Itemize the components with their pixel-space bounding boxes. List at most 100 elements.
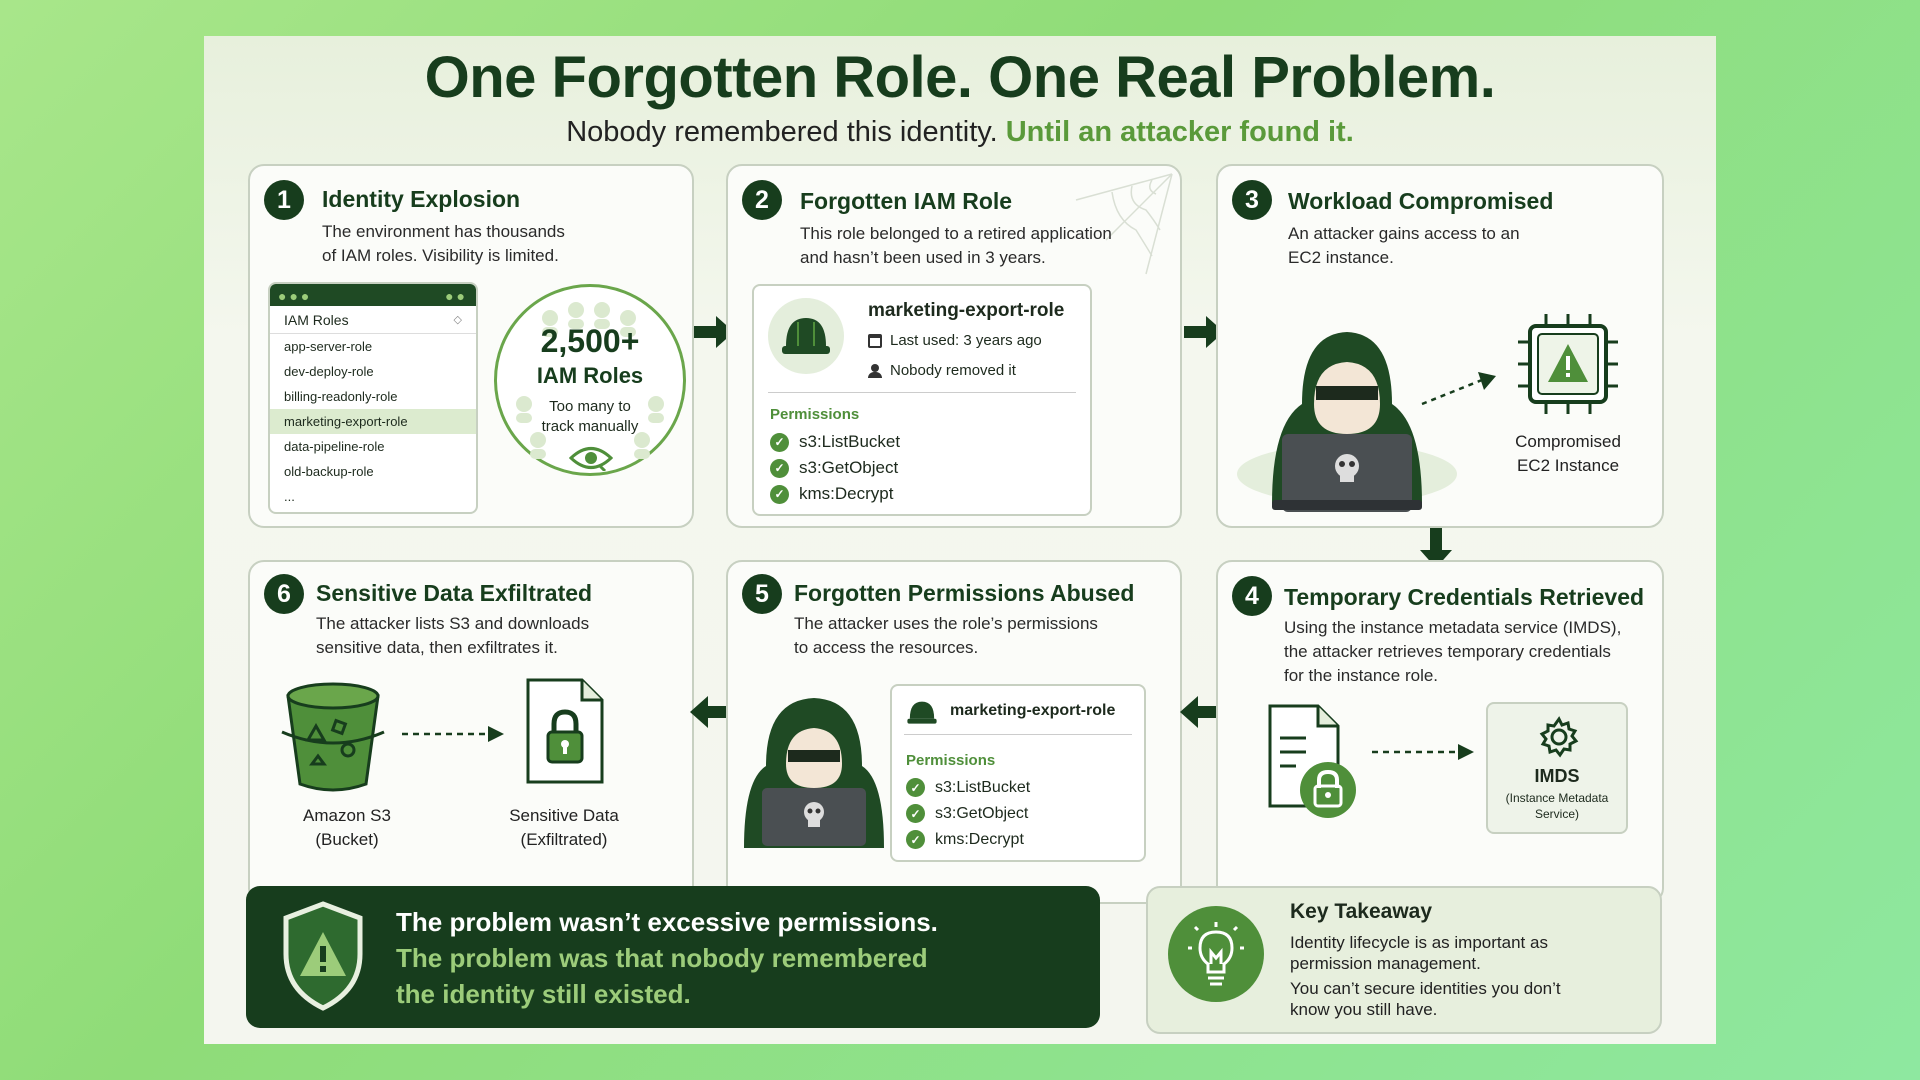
imds-sublabel: (Instance Metadata Service) xyxy=(1488,790,1626,822)
locked-credentials-document-icon xyxy=(1268,704,1356,818)
window-dots-icon: ●●● xyxy=(278,288,313,304)
iam-roles-window: ●●● ●● IAM Roles ◇ app-server-role dev-de… xyxy=(268,282,478,514)
removed-text: Nobody removed it xyxy=(890,362,1016,379)
roles-note-line: Too many to xyxy=(549,398,631,415)
roles-note-line: track manually xyxy=(541,418,639,435)
iam-role-item[interactable]: marketing-export-role xyxy=(270,409,476,434)
problem-banner: The problem wasn’t excessive permissions… xyxy=(246,886,1100,1028)
iam-role-item[interactable]: billing-readonly-role xyxy=(284,389,398,404)
role-removed: Nobody removed it xyxy=(868,362,1016,379)
step-4-number: 4 xyxy=(1232,576,1272,616)
step-3-number: 3 xyxy=(1232,180,1272,220)
calendar-icon xyxy=(868,333,882,348)
subtitle-plain: Nobody remembered this identity. xyxy=(566,116,998,148)
step-5-desc: The attacker uses the role’s permissions… xyxy=(794,612,1098,660)
imds-box: IMDS (Instance Metadata Service) xyxy=(1486,702,1628,834)
step-1-card: 1 Identity Explosion The environment has… xyxy=(248,164,694,528)
permission-text: kms:Decrypt xyxy=(799,484,894,503)
ec2-chip-warning-icon xyxy=(1518,314,1618,414)
flow-arrow-down-icon xyxy=(1420,528,1452,568)
imds-label: IMDS xyxy=(1534,766,1580,786)
flow-arrow-left-icon xyxy=(1180,696,1220,728)
takeaway-icon-circle xyxy=(1168,906,1264,1002)
step-6-number: 6 xyxy=(264,574,304,614)
step-1-desc: The environment has thousands of IAM rol… xyxy=(322,220,565,268)
step-4-title: Temporary Credentials Retrieved xyxy=(1284,584,1645,610)
step-2-title: Forgotten IAM Role xyxy=(800,188,1013,214)
check-icon: ✓ xyxy=(906,804,925,823)
locked-document-icon xyxy=(526,678,604,784)
step-6-desc-line: sensitive data, then exfiltrates it. xyxy=(316,638,558,657)
step-3-card: 3 Workload Compromised An attacker gains… xyxy=(1216,164,1664,528)
step-2-desc-line: This role belonged to a retired applicat… xyxy=(800,224,1112,243)
last-used-text: Last used: 3 years ago xyxy=(890,332,1042,349)
step-5-desc-line: The attacker uses the role’s permissions xyxy=(794,614,1098,633)
role-name: marketing-export-role xyxy=(868,300,1065,321)
ec2-caption: Compromised EC2 Instance xyxy=(1498,430,1638,478)
sensitive-caption-line: (Exfiltrated) xyxy=(520,830,608,849)
eye-icon xyxy=(569,447,613,471)
takeaway-line: know you still have. xyxy=(1290,1000,1438,1019)
step-5-title: Forgotten Permissions Abused xyxy=(794,580,1135,606)
step-6-desc: The attacker lists S3 and downloads sens… xyxy=(316,612,589,660)
permissions-label: Permissions xyxy=(906,752,996,769)
iam-roles-list: app-server-role dev-deploy-role billing-re… xyxy=(270,334,476,509)
permission-text: kms:Decrypt xyxy=(935,830,1024,848)
check-icon: ✓ xyxy=(770,484,789,504)
ec2-caption-line: Compromised xyxy=(1515,432,1621,451)
sensitive-caption: Sensitive Data (Exfiltrated) xyxy=(486,804,642,852)
check-icon: ✓ xyxy=(770,458,789,478)
step-3-desc-line: An attacker gains access to an xyxy=(1288,224,1520,243)
step-4-desc-line: for the instance role. xyxy=(1284,666,1439,685)
iam-role-item[interactable]: ... xyxy=(284,489,295,504)
step-6-card: 6 Sensitive Data Exfiltrated The attacke… xyxy=(248,560,694,904)
permission-item: ✓ kms:Decrypt xyxy=(770,484,893,504)
step-1-title: Identity Explosion xyxy=(322,186,521,212)
takeaway-card: Key Takeaway Identity lifecycle is as im… xyxy=(1146,886,1662,1034)
flow-arrow-left-icon xyxy=(690,696,730,728)
problem-line-green: The problem was that nobody remembered xyxy=(396,943,928,973)
step-3-desc-line: EC2 instance. xyxy=(1288,248,1394,267)
step-2-number: 2 xyxy=(742,180,782,220)
dashed-arrow-icon xyxy=(402,726,504,742)
roles-count-label: IAM Roles xyxy=(536,363,644,388)
subtitle-accent: Until an attacker found it. xyxy=(1005,116,1354,148)
step-4-desc-line: the attacker retrieves temporary credent… xyxy=(1284,642,1611,661)
s3-bucket-icon xyxy=(281,682,385,792)
step-2-card: 2 Forgotten IAM Role This role belonged … xyxy=(726,164,1182,528)
check-icon: ✓ xyxy=(770,432,789,452)
permissions-label: Permissions xyxy=(770,406,860,423)
role-avatar xyxy=(768,298,844,374)
iam-list-header-label: IAM Roles xyxy=(284,311,349,328)
permission-text: s3:GetObject xyxy=(935,804,1029,822)
step-5-card: 5 Forgotten Permissions Abused The attac… xyxy=(726,560,1182,904)
iam-role-item[interactable]: data-pipeline-role xyxy=(284,439,385,454)
iam-role-item[interactable]: old-backup-role xyxy=(284,464,374,479)
iam-list-header: IAM Roles ◇ xyxy=(270,306,476,334)
step-4-desc: Using the instance metadata service (IMD… xyxy=(1284,616,1621,688)
sort-icon[interactable]: ◇ xyxy=(453,314,462,326)
flow-arrow-right-icon xyxy=(1184,316,1224,348)
permission-text: s3:ListBucket xyxy=(935,778,1031,796)
hard-hat-icon xyxy=(907,701,937,724)
step-5-desc-line: to access the resources. xyxy=(794,638,979,657)
permission-text: s3:ListBucket xyxy=(799,432,901,451)
permission-text: s3:GetObject xyxy=(799,458,899,477)
step-6-title: Sensitive Data Exfiltrated xyxy=(316,580,593,606)
step-2-desc: This role belonged to a retired applicat… xyxy=(800,222,1112,270)
imds-sub-line: Service) xyxy=(1534,807,1579,821)
window-titlebar: ●●● ●● xyxy=(270,284,476,306)
page-subtitle: Nobody remembered this identity. Until a… xyxy=(204,116,1716,149)
role-divider xyxy=(768,392,1076,393)
problem-text: The problem wasn’t excessive permissions… xyxy=(396,904,938,1012)
flow-arrow-right-icon xyxy=(694,316,734,348)
iam-role-item[interactable]: app-server-role xyxy=(284,339,373,354)
role-divider xyxy=(904,734,1132,735)
window-dots-icon: ●● xyxy=(445,288,468,304)
step-1-number: 1 xyxy=(264,180,304,220)
hard-hat-icon xyxy=(782,318,830,354)
imds-sub-line: (Instance Metadata xyxy=(1505,791,1609,805)
iam-role-item[interactable]: dev-deploy-role xyxy=(284,364,374,379)
roles-count-note: Too many to track manually xyxy=(497,397,683,437)
role-detail-card-small: marketing-export-role Permissions ✓s3:Li… xyxy=(890,684,1146,862)
